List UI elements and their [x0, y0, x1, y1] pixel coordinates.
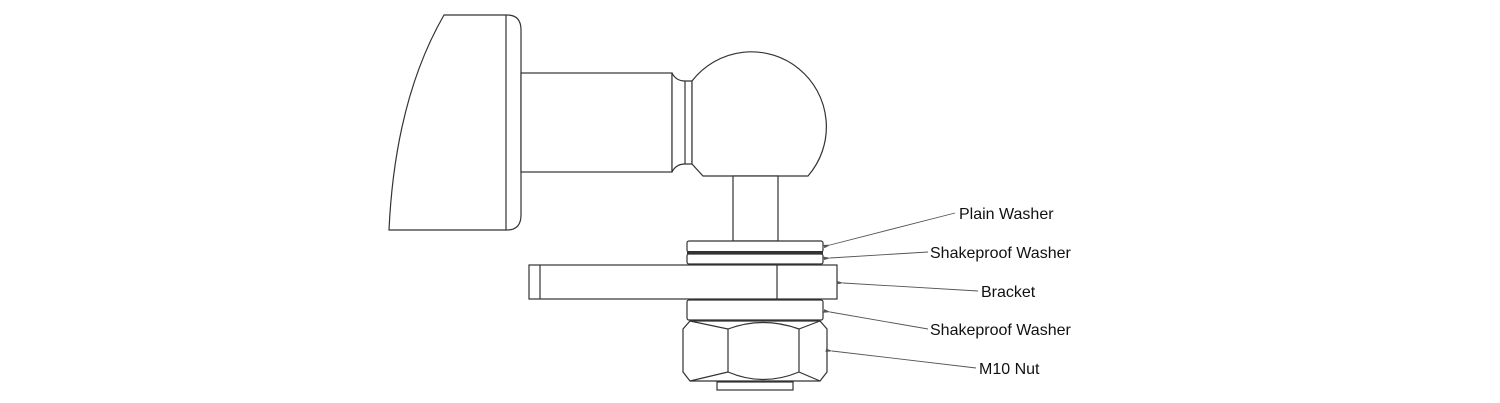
shaft [520, 72, 693, 173]
leader-plain-washer [823, 212, 956, 249]
leader-m10-nut [825, 348, 977, 369]
leader-shakeproof-lower [823, 309, 929, 330]
shakeproof-washer-upper [686, 253, 824, 265]
leader-shakeproof-upper [823, 251, 929, 261]
leader-bracket [836, 280, 979, 292]
label-bracket: Bracket [981, 284, 1036, 301]
label-shakeproof-washer-upper: Shakeproof Washer [930, 245, 1071, 262]
m10-nut [682, 320, 828, 391]
shakeproof-washer-lower [686, 299, 824, 321]
knob [388, 14, 522, 231]
label-m10-nut: M10 Nut [979, 361, 1040, 378]
stem [732, 175, 779, 242]
label-plain-washer: Plain Washer [959, 206, 1054, 223]
ball [691, 51, 827, 177]
bracket [528, 264, 838, 300]
plain-washer [686, 240, 824, 254]
label-shakeproof-washer-lower: Shakeproof Washer [930, 322, 1071, 339]
